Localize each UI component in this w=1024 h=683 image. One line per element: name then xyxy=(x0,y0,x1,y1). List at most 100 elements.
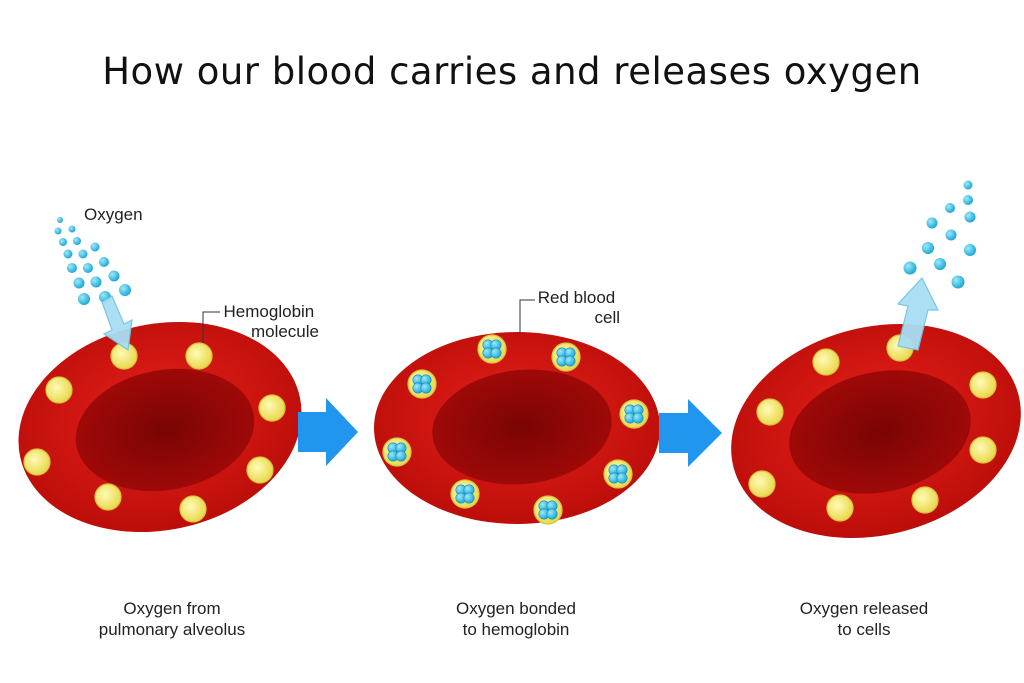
caption-line: Oxygen from xyxy=(123,599,221,618)
hemoglobin-molecule xyxy=(812,348,840,376)
hemoglobin-molecule xyxy=(246,456,274,484)
cell-center xyxy=(432,369,612,485)
oxygen-molecule xyxy=(54,227,62,235)
hemoglobin-molecule xyxy=(969,371,997,399)
hemoglobin-leader-line xyxy=(202,311,220,343)
oxygen-molecule xyxy=(73,237,81,245)
outgoing-oxygen-molecules xyxy=(903,180,976,289)
caption-line: pulmonary alveolus xyxy=(98,620,246,639)
label-hemoglobin-line1: Hemoglobin xyxy=(224,302,315,321)
oxygen-molecule xyxy=(78,249,88,259)
oxygen-molecule xyxy=(564,355,576,367)
caption-line: Oxygen bonded xyxy=(455,599,577,618)
hemoglobin-molecule xyxy=(382,437,412,467)
oxygen-molecule xyxy=(78,293,90,305)
oxygen-molecule xyxy=(964,244,976,256)
bonded-hemoglobin xyxy=(407,369,437,399)
oxygen-molecule xyxy=(632,412,644,424)
bonded-hemoglobin xyxy=(551,342,581,372)
hemoglobin-molecule xyxy=(450,479,480,509)
page-title: How our blood carries and releases oxyge… xyxy=(102,50,922,93)
oxygen-molecule xyxy=(68,225,76,233)
red-blood-cell-1 xyxy=(18,321,302,533)
caption-line: to cells xyxy=(837,620,891,639)
oxygen-molecule xyxy=(963,180,973,190)
hemoglobin-molecule xyxy=(179,495,207,523)
oxygen-molecule xyxy=(951,275,965,289)
oxygen-molecule xyxy=(395,450,407,462)
oxygen-molecule xyxy=(490,347,502,359)
oxygen-outflow-arrow xyxy=(896,276,939,351)
rbc-leader-line xyxy=(519,299,535,334)
hemoglobin-molecule xyxy=(756,398,784,426)
hemoglobin-molecules xyxy=(748,334,997,522)
incoming-oxygen-molecules xyxy=(54,217,131,305)
oxygen-molecule xyxy=(83,263,93,273)
bonded-hemoglobin xyxy=(450,479,480,509)
oxygen-molecule xyxy=(945,203,955,213)
hemoglobin-molecule xyxy=(551,342,581,372)
hemoglobin-molecule xyxy=(748,470,776,498)
caption-step-3: Oxygen released to cells xyxy=(734,598,994,640)
label-red-blood-cell: Red blood cell xyxy=(538,288,620,327)
hemoglobin-molecule xyxy=(826,494,854,522)
label-oxygen: Oxygen xyxy=(84,205,143,224)
hemoglobin-molecule xyxy=(185,342,213,370)
oxygen-molecule xyxy=(57,217,63,223)
oxygen-molecule xyxy=(63,249,73,259)
hemoglobin-molecule xyxy=(619,399,649,429)
oxygen-molecule xyxy=(90,276,102,288)
oxygen-molecule xyxy=(963,195,973,205)
label-rbc-line2: cell xyxy=(594,308,620,327)
caption-line: Oxygen released xyxy=(799,599,929,618)
caption-line: to hemoglobin xyxy=(462,620,570,639)
hemoglobin-molecule xyxy=(603,459,633,489)
oxygen-molecule xyxy=(59,238,67,246)
caption-step-2: Oxygen bonded to hemoglobin xyxy=(386,598,646,640)
hemoglobin-molecules xyxy=(23,342,286,523)
hemoglobin-molecule xyxy=(94,483,122,511)
label-rbc-line1: Red blood xyxy=(538,288,616,307)
cell-center xyxy=(75,368,255,492)
oxygen-molecule xyxy=(73,277,85,289)
hemoglobin-molecule xyxy=(23,448,51,476)
red-blood-cell-3 xyxy=(731,324,1021,538)
hemoglobin-molecule xyxy=(969,436,997,464)
caption-step-1: Oxygen from pulmonary alveolus xyxy=(42,598,302,640)
oxygen-molecule xyxy=(463,492,475,504)
oxygen-molecule xyxy=(90,242,100,252)
oxygen-molecule xyxy=(420,382,432,394)
hemoglobin-molecule xyxy=(533,495,563,525)
label-hemoglobin: Hemoglobin molecule xyxy=(224,302,319,341)
bonded-hemoglobin xyxy=(603,459,633,489)
oxygen-molecule xyxy=(926,217,938,229)
oxygen-molecule xyxy=(67,263,77,273)
oxygen-molecule xyxy=(108,270,120,282)
bonded-hemoglobin xyxy=(619,399,649,429)
bonded-hemoglobin xyxy=(382,437,412,467)
oxygen-inflow-arrow xyxy=(101,295,133,352)
oxygen-molecule xyxy=(119,284,131,296)
oxygen-molecule xyxy=(934,258,946,270)
process-arrow-1 xyxy=(298,398,358,466)
bonded-hemoglobin xyxy=(477,334,507,364)
oxygen-molecule xyxy=(945,229,957,241)
process-arrow-2 xyxy=(659,399,722,467)
cell-center xyxy=(789,370,971,494)
oxygen-molecule xyxy=(99,257,109,267)
hemoglobin-molecule xyxy=(45,376,73,404)
oxygen-molecule xyxy=(964,211,976,223)
label-hemoglobin-line2: molecule xyxy=(251,322,319,341)
red-blood-cell-2 xyxy=(374,332,660,525)
bonded-hemoglobin-molecules xyxy=(382,334,649,525)
hemoglobin-molecule xyxy=(477,334,507,364)
hemoglobin-molecule xyxy=(258,394,286,422)
oxygen-molecule xyxy=(616,472,628,484)
oxygen-molecule xyxy=(546,508,558,520)
bonded-hemoglobin xyxy=(533,495,563,525)
hemoglobin-molecule xyxy=(407,369,437,399)
oxygen-molecule xyxy=(903,261,917,275)
hemoglobin-molecule xyxy=(911,486,939,514)
oxygen-molecule xyxy=(922,242,934,254)
